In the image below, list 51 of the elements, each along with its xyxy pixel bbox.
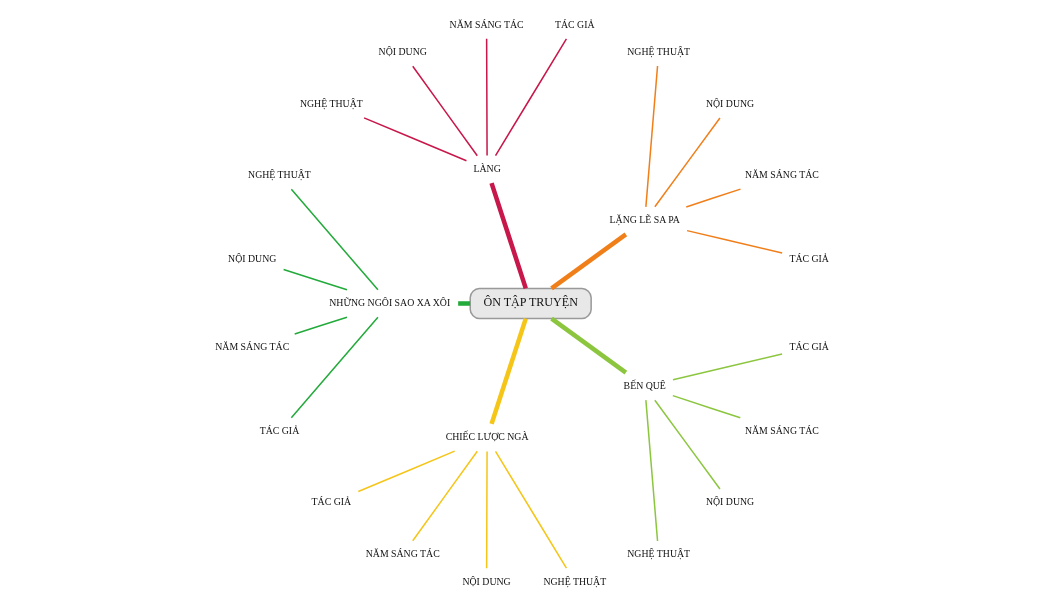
connector bbox=[357, 450, 455, 493]
node-text: NỘI DUNG bbox=[378, 45, 427, 57]
node-text: NỘI DUNG bbox=[227, 252, 276, 264]
connector bbox=[549, 316, 627, 375]
connector bbox=[644, 65, 658, 208]
node-text: TÁC GIẢ bbox=[788, 252, 829, 264]
connector bbox=[293, 316, 348, 335]
node-text: NĂM SÁNG TÁC bbox=[365, 548, 440, 560]
connector bbox=[671, 394, 741, 419]
connector bbox=[282, 268, 348, 291]
node-text: TÁC GIẢ bbox=[788, 341, 829, 353]
node-text: NGHỆ THUẬT bbox=[542, 575, 606, 587]
node-text: TÁC GIẢ bbox=[311, 496, 351, 508]
connector bbox=[653, 117, 721, 208]
connector bbox=[685, 229, 783, 254]
connector bbox=[488, 317, 528, 425]
connector bbox=[685, 188, 741, 208]
node-text: TÁC GIẢ bbox=[554, 18, 595, 30]
node-box: ÔN TẬP TRUYỆN bbox=[468, 287, 592, 320]
connector bbox=[411, 450, 478, 542]
node-text: NGHỆ THUẬT bbox=[626, 548, 690, 560]
connector bbox=[494, 450, 567, 569]
node-text: NĂM SÁNG TÁC bbox=[214, 341, 289, 353]
node-text: NGHỆ THUẬT bbox=[299, 97, 363, 109]
connector bbox=[494, 38, 567, 157]
node-text: NỘI DUNG bbox=[705, 496, 754, 508]
connector bbox=[653, 399, 721, 490]
connector bbox=[362, 117, 467, 162]
node-text: LÀNG bbox=[473, 163, 501, 175]
node-text: LẶNG LẼ SA PA bbox=[609, 214, 680, 226]
node-text: NĂM SÁNG TÁC bbox=[449, 18, 524, 30]
node-text: CHIẾC LƯỢC NGÀ bbox=[445, 431, 529, 443]
connector bbox=[485, 38, 488, 157]
node-text: TÁC GIẢ bbox=[259, 425, 299, 437]
connector bbox=[549, 232, 627, 291]
connector bbox=[644, 399, 658, 542]
node-text: NGHỆ THUẬT bbox=[626, 45, 690, 57]
node-text: NHỮNG NGÔI SAO XA XÔI bbox=[328, 297, 450, 309]
connector bbox=[488, 182, 528, 290]
node-text: NĂM SÁNG TÁC bbox=[744, 425, 819, 437]
connector bbox=[671, 353, 783, 381]
node-text: NGHỆ THUẬT bbox=[247, 169, 311, 181]
connector bbox=[411, 65, 478, 157]
connector bbox=[457, 301, 470, 306]
node-text: NỘI DUNG bbox=[705, 97, 754, 109]
connector bbox=[290, 316, 379, 419]
node-text: NỘI DUNG bbox=[461, 575, 511, 587]
connector bbox=[485, 450, 488, 569]
node-text: BẾN QUÊ bbox=[623, 379, 666, 391]
node-text: NĂM SÁNG TÁC bbox=[744, 169, 819, 181]
connector bbox=[290, 188, 379, 291]
